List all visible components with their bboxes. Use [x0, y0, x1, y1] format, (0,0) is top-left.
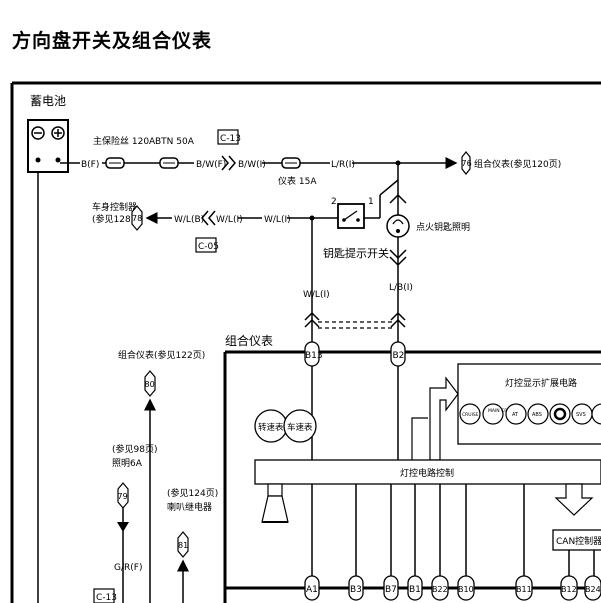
ref-78-number: 78: [132, 214, 142, 223]
connector-c13-symbol: [221, 155, 236, 171]
fuse-meter-symbol: [281, 157, 301, 169]
svg-text:MAIN CRUISE: MAIN CRUISE: [488, 408, 518, 414]
fuse-main-symbol: [105, 157, 125, 169]
pin-b22: B22: [431, 575, 449, 601]
indicator-row: CRUISE MAIN CRUISE AT ABS SVS: [459, 403, 601, 425]
key-lamp-symbol: [386, 193, 410, 267]
ref-79-number: 79: [118, 492, 128, 501]
svg-text:B22: B22: [432, 585, 448, 594]
pin-b12: B12: [560, 575, 578, 601]
arrow-down: [117, 522, 129, 532]
ref-78-text1: 车身控制器: [92, 201, 137, 213]
pin-a1: A1: [304, 575, 320, 601]
lamp-control-label: 灯控电路控制: [400, 467, 454, 479]
svg-text:SVS: SVS: [576, 412, 586, 418]
fuse-btn-symbol: [159, 157, 179, 169]
ref-81-text2: 喇叭继电器: [167, 501, 212, 513]
ref-hexagon: [177, 531, 189, 558]
fuse-label-main: 主保险丝 120A: [93, 135, 156, 147]
fuse-label-btn: BTN 50A: [155, 137, 195, 147]
svg-text:B10: B10: [458, 585, 474, 594]
pin-b7: B7: [383, 575, 399, 601]
svg-text:B3: B3: [350, 585, 362, 595]
wire-label-lbi: L/B(I): [389, 283, 413, 293]
svg-text:B12: B12: [561, 585, 577, 594]
connector-box: [217, 129, 239, 145]
signal-path: [411, 417, 428, 460]
wire-label-bf: B(F): [81, 160, 99, 170]
pin-b2: B2: [390, 341, 406, 367]
tachometer: 转速表: [254, 409, 288, 443]
wire-label-wlb: W/L(B): [174, 215, 204, 225]
ref-78-text2: (参见128页): [92, 213, 143, 225]
connector-label-c13: C-13: [220, 134, 241, 144]
ref-80-text: 组合仪表(参见122页): [118, 349, 205, 361]
ref-79-text2: 照明6A: [112, 458, 143, 469]
ref-79-text1: (参见98页): [112, 443, 157, 455]
wire-label-wli1: W/L(I): [216, 215, 243, 225]
wire-label-lri: L/R(I): [331, 160, 355, 170]
wire-label-wli2: W/L(I): [264, 215, 291, 225]
connector-label-c05: C-05: [198, 242, 219, 252]
switch-label: 钥匙提示开关: [323, 246, 389, 260]
internal-wires-bottom: [311, 484, 595, 576]
key-reminder-switch: [337, 203, 365, 229]
svg-text:B24: B24: [585, 585, 601, 594]
svg-text:ABS: ABS: [532, 412, 542, 418]
pin-b10: B10: [457, 575, 475, 601]
wire-label-bwi: B/W(I): [238, 160, 266, 170]
ref-80-number: 80: [145, 380, 155, 389]
svg-text:车速表: 车速表: [287, 422, 313, 433]
svg-text:AT: AT: [512, 412, 519, 418]
ref-hexagon: [117, 482, 129, 509]
ref-hexagon: [131, 205, 143, 231]
connector-box: [195, 237, 217, 253]
fuse-label-meter: 仪表 15A: [278, 175, 317, 187]
pin-b11: B11: [515, 575, 533, 601]
wire-label-grf: G/R(F): [114, 563, 142, 573]
battery-symbol: [27, 119, 69, 173]
wire-segment: [379, 179, 399, 196]
page-title: 方向盘开关及组合仪表: [12, 30, 213, 52]
ref-76-text: 组合仪表(参见120页): [474, 158, 561, 170]
pin-b24: B24: [584, 575, 601, 601]
battery-label: 蓄电池: [30, 94, 66, 108]
ref-81-number: 81: [178, 541, 188, 550]
svg-text:CRUISE: CRUISE: [462, 412, 479, 418]
ref-81-text1: (参见124页): [167, 487, 218, 499]
ref-hexagon: [144, 370, 156, 397]
speedometer: 车速表: [283, 409, 317, 443]
cluster-connector-symbol: [304, 311, 406, 329]
connector-c05-symbol: [201, 210, 216, 226]
cluster-label: 组合仪表: [225, 333, 273, 348]
connector-box: [93, 588, 115, 603]
pin-b3: B3: [348, 575, 364, 601]
svg-text:B1: B1: [409, 585, 421, 595]
signal-arrow-down: [554, 483, 594, 516]
can-controller-box: [552, 529, 601, 551]
lamp-control-bar: [254, 459, 601, 485]
svg-text:B11: B11: [516, 585, 532, 594]
svg-text:转速表: 转速表: [258, 422, 284, 433]
display-circuit-box: [457, 363, 601, 445]
buzzer-icon: [261, 483, 289, 523]
ref-hexagon: [461, 151, 471, 175]
svg-text:B7: B7: [385, 585, 397, 595]
wire-label-wli3: W/L(I): [303, 290, 330, 300]
pin-b13: B13: [304, 341, 323, 367]
switch-pin-2: 2: [331, 197, 337, 207]
wire-label-bwf: B/W(F): [196, 160, 226, 170]
can-controller-label: CAN控制器: [556, 535, 601, 547]
signal-arrow-up: [429, 376, 459, 461]
svg-text:B2: B2: [393, 351, 405, 361]
svg-text:B13: B13: [305, 351, 323, 361]
connector-label-c13-bottom: C-13: [96, 593, 117, 603]
lamp-label: 点火钥匙照明: [416, 221, 470, 233]
pin-b1: B1: [407, 575, 423, 601]
svg-text:A1: A1: [306, 585, 318, 595]
display-circuit-label: 灯控显示扩展电路: [505, 377, 577, 389]
switch-pin-1: 1: [368, 197, 374, 207]
ref-76-number: 76: [462, 159, 472, 168]
